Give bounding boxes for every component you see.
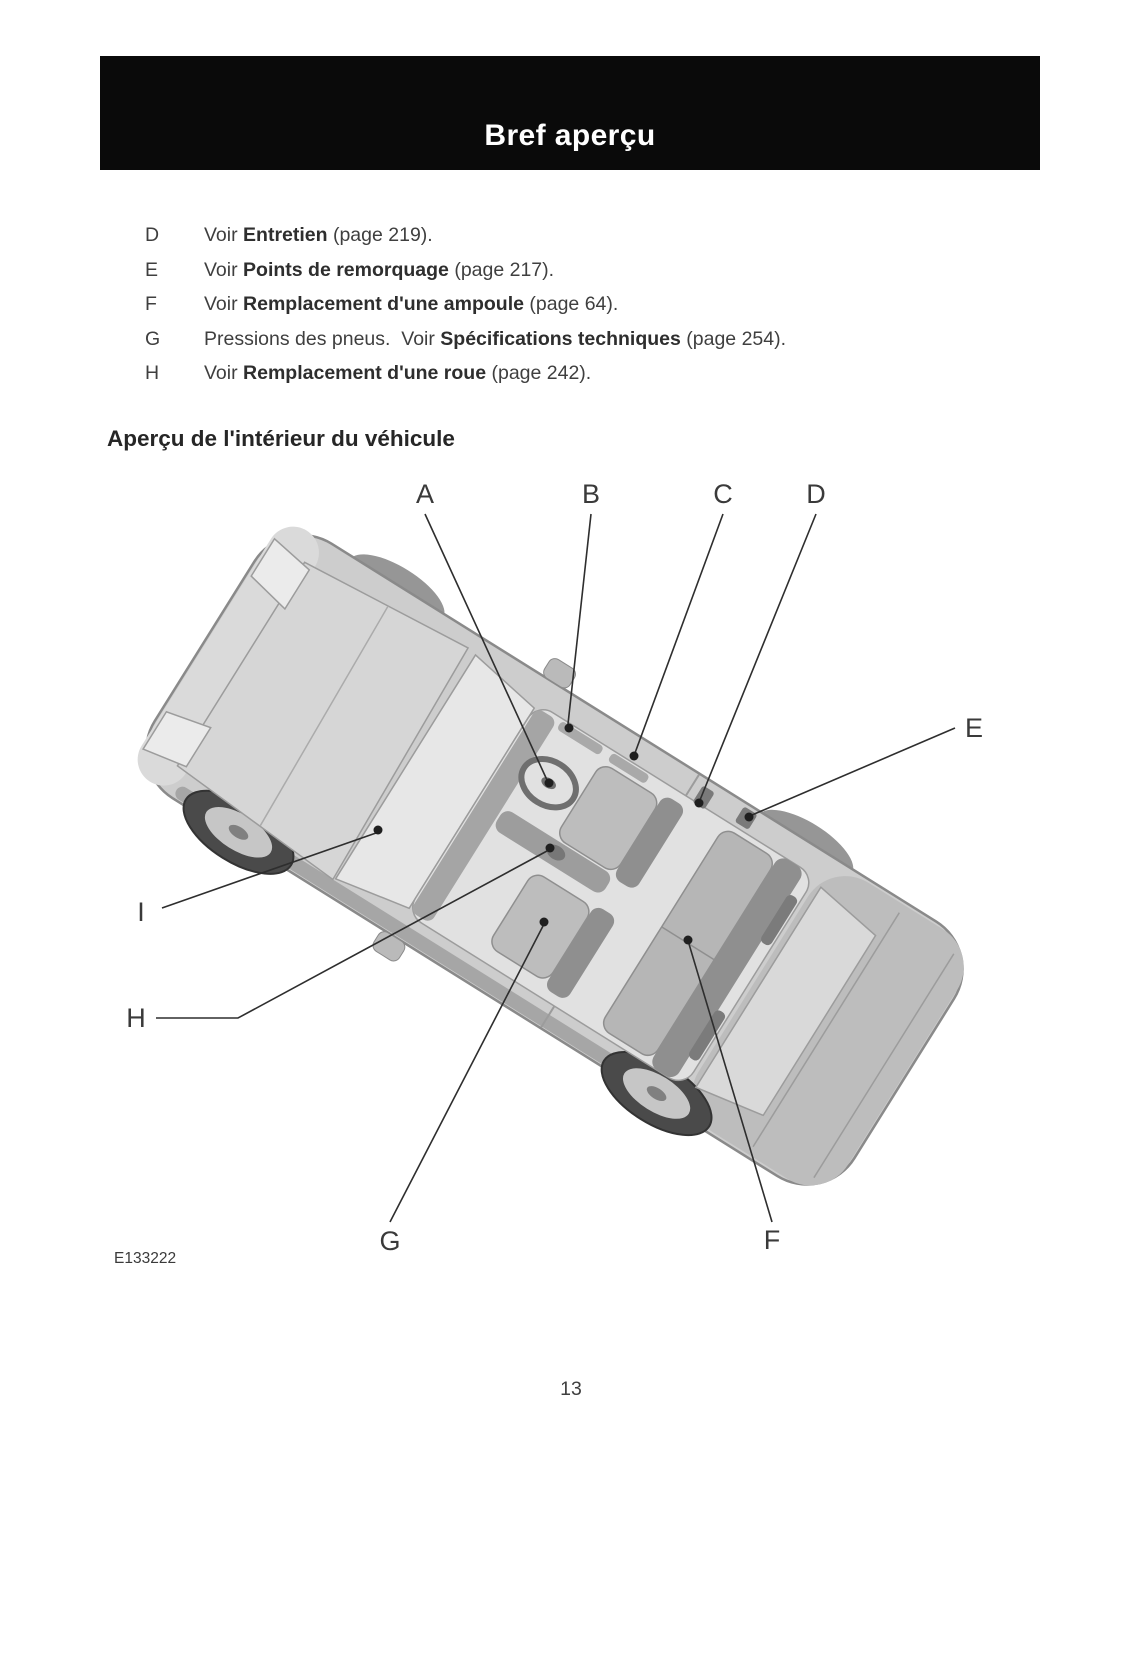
item-text-post: (page 254). [680, 327, 787, 350]
callout-dot-h [545, 843, 555, 853]
page-header-title: Bref aperçu [484, 119, 656, 152]
item-text: Voir Remplacement d'une roue (page 242). [204, 362, 985, 385]
callout-dots [373, 723, 754, 945]
steering-wheel [518, 756, 579, 811]
rear-headrest-right [689, 1010, 726, 1061]
callout-label-f: F [764, 1225, 781, 1255]
item-text: Voir Points de remorquage (page 217). [204, 259, 985, 282]
rear-seat-back [652, 858, 802, 1078]
item-text: Voir Entretien (page 219). [204, 224, 985, 247]
callout-label-c: C [713, 479, 733, 509]
list-item-f: F Voir Remplacement d'une ampoule (page … [145, 293, 985, 316]
callout-label-a: A [416, 479, 434, 509]
leader-line-a [424, 513, 548, 781]
list-item-e: E Voir Points de remorquage (page 217). [145, 259, 985, 282]
item-text-post: (page 64). [523, 293, 619, 315]
rear-window [694, 886, 877, 1117]
leader-lines [156, 513, 956, 1223]
item-text-pre: Voir [204, 362, 244, 384]
side-mirror-right [372, 931, 406, 962]
item-text-bold: Spécifications techniques [440, 327, 681, 350]
item-letter: E [145, 258, 159, 281]
item-text-bold: Entretien [243, 224, 328, 246]
leader-line-f [688, 943, 773, 1223]
figure-code: E133222 [114, 1250, 176, 1267]
headlight-left [250, 537, 311, 611]
vehicle-interior-figure: A B C D E I H G F E133222 [100, 470, 1040, 1280]
callout-dot-b [564, 723, 574, 733]
item-letter: H [145, 362, 160, 384]
callout-label-b: B [582, 479, 600, 509]
leader-line-i [161, 832, 377, 909]
item-text-pre: Pressions des pneus. Voir [204, 327, 441, 350]
callout-dot-a [544, 778, 554, 788]
callout-dot-e [744, 812, 754, 822]
leader-line-b [567, 513, 592, 725]
callout-label-d: D [806, 479, 826, 509]
item-letter: G [145, 327, 161, 350]
callout-label-g: G [379, 1226, 400, 1256]
dashboard [412, 710, 555, 921]
section-title: Aperçu de l'intérieur du véhicule [107, 426, 455, 451]
sun-visor-passenger [608, 753, 649, 783]
callout-dot-d [694, 798, 704, 808]
callout-dot-i [373, 825, 383, 835]
callout-labels: A B C D E I H G F [126, 479, 983, 1256]
item-text-pre: Voir [204, 293, 244, 315]
item-text-bold: Points de remorquage [243, 258, 449, 281]
leader-line-g [389, 925, 544, 1223]
leader-line-e [751, 727, 956, 816]
leader-line-c [634, 513, 724, 754]
list-item-h: H Voir Remplacement d'une roue (page 242… [145, 362, 985, 385]
windshield [334, 653, 536, 910]
overview-reference-list: D Voir Entretien (page 219). E Voir Poin… [145, 224, 985, 397]
leader-line-d [699, 513, 817, 801]
list-item-g: G Pressions des pneus. Voir Spécificatio… [145, 328, 985, 351]
page-header: Bref aperçu [100, 56, 1040, 170]
callout-dot-g [539, 917, 549, 927]
trunk-seam [752, 912, 900, 1148]
vehicle-interior-illustration: A B C D E I H G F E133222 [114, 479, 983, 1267]
near-front-wheel [182, 789, 295, 875]
item-letter: D [145, 224, 160, 246]
item-text: Pressions des pneus. Voir Spécifications… [204, 328, 985, 351]
item-text-pre: Voir [204, 258, 244, 281]
callout-dot-c [629, 751, 639, 761]
leader-line-h [156, 850, 548, 1019]
item-text-bold: Remplacement d'une roue [243, 362, 487, 384]
item-letter: F [145, 293, 157, 315]
callout-dot-f [683, 935, 693, 945]
callout-label-h: H [126, 1003, 146, 1033]
callout-label-e: E [965, 713, 983, 743]
item-text-bold: Remplacement d'une ampoule [243, 293, 524, 315]
hood-crease [259, 605, 389, 827]
front-seat-passenger-back [546, 907, 615, 998]
page-number: 13 [560, 1378, 582, 1400]
car-hood [176, 561, 470, 881]
item-text: Voir Remplacement d'une ampoule (page 64… [204, 293, 985, 316]
item-text-post: (page 217). [448, 258, 555, 281]
item-text-post: (page 219). [327, 224, 433, 246]
list-item-d: D Voir Entretien (page 219). [145, 224, 985, 247]
item-text-post: (page 242). [486, 362, 592, 384]
side-skirt [175, 786, 704, 1122]
b-pillar-marks [540, 774, 700, 1028]
headlight-right [141, 710, 212, 768]
car-illustration [137, 526, 964, 1186]
callout-label-i: I [137, 897, 145, 927]
rear-headrest-left [761, 895, 798, 946]
front-seat-driver-back [615, 797, 684, 888]
trunk-edge [813, 953, 955, 1179]
item-text-pre: Voir [204, 224, 244, 246]
